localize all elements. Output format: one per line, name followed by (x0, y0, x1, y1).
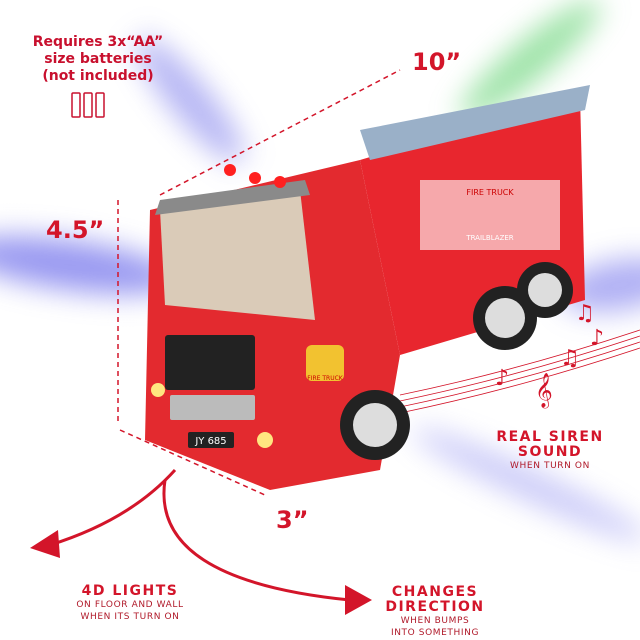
svg-text:♪: ♪ (495, 366, 509, 391)
battery-note: Requires 3x“AA” size batteries (not incl… (18, 34, 178, 85)
height-dimension: 4.5” (46, 216, 105, 244)
feature-title: DIRECTION (385, 599, 485, 615)
feature-siren: REAL SIREN SOUND WHEN TURN ON (480, 430, 620, 472)
side-label: FIRE TRUCK (466, 188, 514, 197)
battery-note-line3: (not included) (42, 68, 154, 84)
battery-note-line1: Requires 3x“AA” (32, 34, 164, 50)
music-notes-icon: ♪𝄞 ♫♪♫ (495, 301, 604, 409)
side-sub-label: TRAILBLAZER (465, 234, 513, 242)
svg-text:𝄞: 𝄞 (535, 373, 553, 409)
license-plate: JY 685 (194, 436, 226, 447)
feature-subtitle: WHEN ITS TURN ON (80, 612, 180, 622)
width-dimension: 3” (276, 506, 309, 534)
feature-title: 4D LIGHTS (81, 583, 179, 599)
arrow-right-head (345, 585, 372, 615)
feature-direction: CHANGES DIRECTION WHEN BUMPS INTO SOMETH… (370, 585, 500, 639)
battery-note-line2: size batteries (44, 51, 152, 67)
feature-title: REAL SIREN (496, 429, 604, 445)
feature-title: SOUND (517, 444, 583, 460)
arrow-left-head (30, 530, 60, 558)
fire-truck-image: JY 685 FIRE TRUCK TRAILBLAZER FIRE TRUCK (145, 85, 590, 490)
battery-icon (71, 92, 105, 118)
wheels (340, 262, 573, 460)
feature-lights: 4D LIGHTS ON FLOOR AND WALL WHEN ITS TUR… (60, 584, 200, 623)
length-dimension: 10” (412, 48, 462, 76)
truck-badge: FIRE TRUCK (307, 375, 344, 382)
svg-text:♫: ♫ (560, 346, 580, 371)
feature-subtitle: ON FLOOR AND WALL (76, 600, 184, 610)
direction-arrows (49, 468, 351, 602)
feature-subtitle: INTO SOMETHING (390, 628, 480, 638)
feature-subtitle: WHEN TURN ON (510, 461, 590, 471)
feature-title: CHANGES (391, 584, 479, 600)
music-staff (399, 329, 640, 414)
dimension-lines (117, 69, 401, 496)
svg-text:♪: ♪ (590, 326, 604, 351)
svg-text:♫: ♫ (575, 301, 595, 326)
feature-subtitle: WHEN BUMPS (400, 616, 470, 626)
